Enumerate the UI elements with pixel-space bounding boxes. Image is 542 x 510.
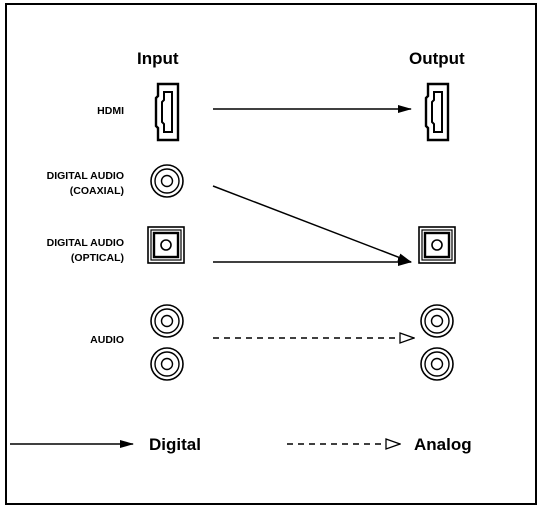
audio-label: AUDIO <box>90 334 124 346</box>
hdmi-port-icon <box>154 82 180 142</box>
rca-jack-icon <box>420 347 454 381</box>
rca-jack-icon <box>150 347 184 381</box>
coaxial-label-line1: DIGITAL AUDIO <box>46 170 124 182</box>
rca-jack-icon <box>420 304 454 338</box>
output-header: Output <box>409 49 465 68</box>
coaxial-digital-arrow <box>212 185 412 263</box>
coaxial-jack-icon <box>150 164 184 198</box>
coaxial-label-line2: (COAXIAL) <box>69 185 124 197</box>
optical-port-icon <box>147 226 185 264</box>
optical-port-icon <box>418 226 456 264</box>
optical-label-line1: DIGITAL AUDIO <box>46 237 124 249</box>
hdmi-port-icon <box>424 82 450 142</box>
hdmi-label: HDMI <box>97 105 124 117</box>
input-header: Input <box>137 49 179 68</box>
diagram-frame <box>5 3 537 505</box>
legend-analog-label: Analog <box>414 435 472 454</box>
legend-digital-label: Digital <box>149 435 201 454</box>
optical-label-line2: (OPTICAL) <box>70 252 124 264</box>
rca-jack-icon <box>150 304 184 338</box>
